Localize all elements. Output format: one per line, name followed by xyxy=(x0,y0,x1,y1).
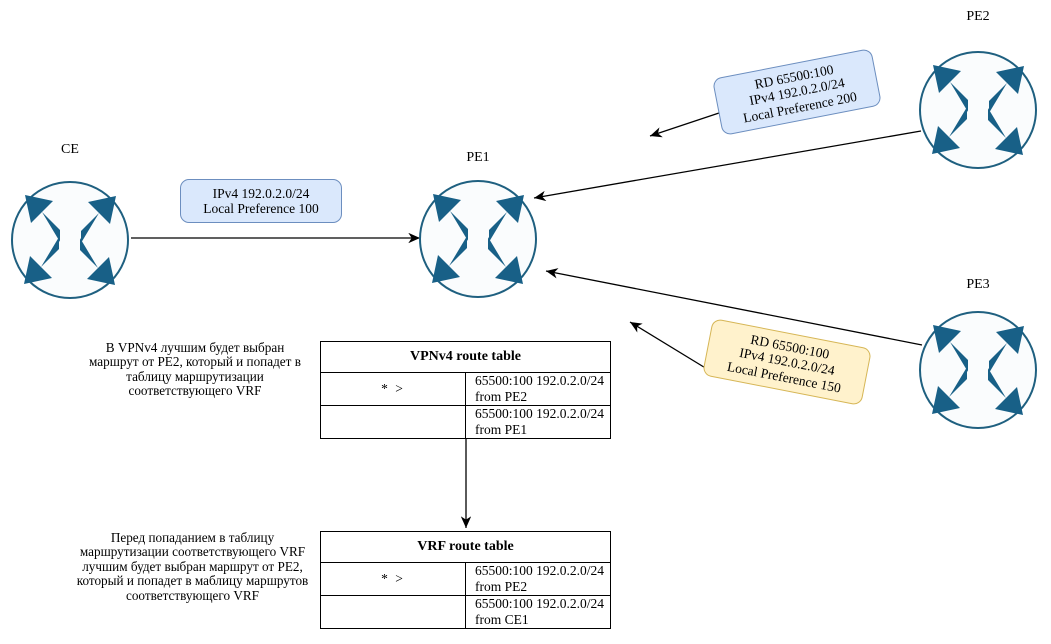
vpnv4-route-table: VPNv4 route table * > 65500:100 192.0.2.… xyxy=(320,341,611,439)
vpnv4-row-1-route: 65500:100 192.0.2.0/24 from PE2 xyxy=(465,372,611,406)
table-row: * > 65500:100 192.0.2.0/24 from PE2 xyxy=(320,562,611,596)
vpnv4-row-2-flag xyxy=(320,405,466,439)
vrf-route-table: VRF route table * > 65500:100 192.0.2.0/… xyxy=(320,531,611,629)
vrf-row-1-flag: * > xyxy=(320,562,466,596)
vrf-table-title: VRF route table xyxy=(320,531,611,563)
node-label-ce: CE xyxy=(61,142,79,157)
pointer-pe3-callout xyxy=(629,321,713,373)
vpnv4-table-title: VPNv4 route table xyxy=(320,341,611,373)
node-label-pe2: PE2 xyxy=(966,9,990,24)
link-pe3-pe1 xyxy=(545,268,923,346)
table-row: 65500:100 192.0.2.0/24 from CE1 xyxy=(320,595,611,629)
link-pe2-pe1 xyxy=(533,130,922,202)
table-header-row: VRF route table xyxy=(320,531,611,563)
node-label-pe1: PE1 xyxy=(466,150,490,165)
router-node-pe2 xyxy=(919,51,1037,169)
node-label-pe3: PE3 xyxy=(966,277,990,292)
vrf-row-1-route: 65500:100 192.0.2.0/24 from PE2 xyxy=(465,562,611,596)
router-node-ce xyxy=(11,181,129,299)
table-row: * > 65500:100 192.0.2.0/24 from PE2 xyxy=(320,372,611,406)
vrf-row-2-flag xyxy=(320,595,466,629)
router-node-pe1 xyxy=(419,180,537,298)
vpnv4-row-2-route: 65500:100 192.0.2.0/24 from PE1 xyxy=(465,405,611,439)
pointer-pe2-callout xyxy=(649,111,723,138)
note-vpnv4-selection: В VPNv4 лучшим будет выбран маршрут от P… xyxy=(89,340,301,399)
note-vrf-selection: Перед попаданием в таблицу маршрутизации… xyxy=(76,530,309,603)
callout-ce-line-1: IPv4 192.0.2.0/24 xyxy=(212,185,310,201)
callout-ce-advertisement: IPv4 192.0.2.0/24 Local Preference 100 xyxy=(180,179,342,223)
callout-ce-line-2: Local Preference 100 xyxy=(203,201,319,216)
table-row: 65500:100 192.0.2.0/24 from PE1 xyxy=(320,405,611,439)
table-header-row: VPNv4 route table xyxy=(320,341,611,373)
vpnv4-row-1-flag: * > xyxy=(320,372,466,406)
vrf-row-2-route: 65500:100 192.0.2.0/24 from CE1 xyxy=(465,595,611,629)
router-node-pe3 xyxy=(919,311,1037,429)
